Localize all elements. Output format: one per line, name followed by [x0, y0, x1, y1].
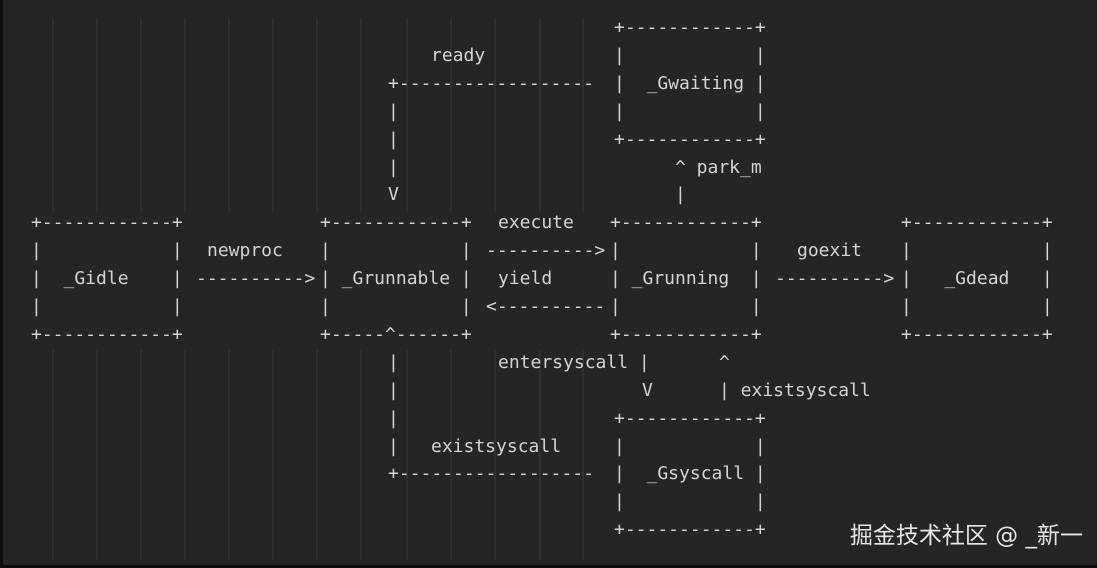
- diagram-segment: +------------+: [31, 212, 183, 234]
- diagram-segment: |: [388, 156, 399, 178]
- diagram-segment: ---------->: [486, 240, 606, 262]
- diagram-segment: +------------+: [610, 323, 762, 345]
- diagram-segment: <----------: [486, 296, 606, 317]
- diagram-segment: |: [388, 128, 399, 150]
- diagram-segment: ---------->: [775, 268, 895, 290]
- diagram-segment: V: [388, 184, 399, 206]
- diagram-segment: | _Grunning |: [610, 268, 762, 290]
- diagram-segment: |: [388, 379, 399, 401]
- diagram-segment: | |: [614, 44, 766, 66]
- diagram-segment: | |: [614, 491, 766, 513]
- diagram-segment: +------------+: [901, 323, 1053, 345]
- diagram-segment: | _Gdead |: [901, 268, 1053, 290]
- watermark: 掘金技术社区 @ _新一: [849, 523, 1083, 549]
- diagram-segment: |: [388, 435, 399, 457]
- diagram-segment: |: [388, 351, 399, 373]
- diagram-segment: +------------+: [320, 212, 472, 234]
- diagram-segment: ^: [719, 351, 730, 373]
- diagram-segment: ---------->: [196, 268, 316, 290]
- diagram-segment: newproc: [207, 240, 283, 262]
- diagram-segment: +------------+: [614, 407, 766, 429]
- diagram-segment: | |: [901, 296, 1053, 317]
- diagram-segment: | |: [901, 240, 1053, 262]
- diagram-segment: entersyscall |: [498, 351, 650, 373]
- diagram-segment: | |: [31, 296, 183, 317]
- diagram-segment: +------------+: [614, 17, 766, 38]
- diagram-segment: +------------+: [614, 128, 766, 150]
- diagram-segment: | |: [614, 435, 766, 457]
- diagram-segment: V: [642, 379, 653, 401]
- diagram-segment: ^ park_m: [675, 156, 762, 178]
- diagram-segment: +-----^------+: [320, 323, 472, 345]
- diagram-segment: |: [675, 184, 686, 206]
- diagram-segment: | |: [31, 240, 183, 262]
- diagram-segment: | _Grunnable |: [320, 268, 472, 290]
- diagram-segment: ready: [431, 44, 486, 66]
- diagram-segment: | |: [320, 296, 472, 317]
- diagram-segment: | |: [610, 296, 762, 317]
- diagram-segment: +------------+: [610, 212, 762, 234]
- diagram-segment: | _Gwaiting |: [614, 72, 766, 94]
- diagram-segment: +------------------: [388, 72, 594, 94]
- diagram-segment: +------------+: [614, 519, 766, 541]
- diagram-segment: |: [388, 100, 399, 122]
- diagram-segment: goexit: [797, 240, 863, 262]
- diagram-segment: | _Gidle |: [31, 268, 183, 290]
- diagram-segment: +------------------: [388, 463, 594, 485]
- diagram-segment: +------------+: [901, 212, 1053, 234]
- diagram-segment: | |: [614, 100, 766, 122]
- diagram-segment: yield: [498, 268, 553, 290]
- diagram-segment: | |: [320, 240, 472, 262]
- diagram-segment: | _Gsyscall |: [614, 463, 766, 485]
- diagram-segment: | existsyscall: [719, 379, 871, 401]
- diagram-segment: execute: [498, 212, 574, 234]
- diagram-segment: | |: [610, 240, 762, 262]
- diagram-segment: existsyscall: [431, 435, 562, 457]
- diagram-segment: +------------+: [31, 323, 183, 345]
- diagram-segment: |: [388, 407, 399, 429]
